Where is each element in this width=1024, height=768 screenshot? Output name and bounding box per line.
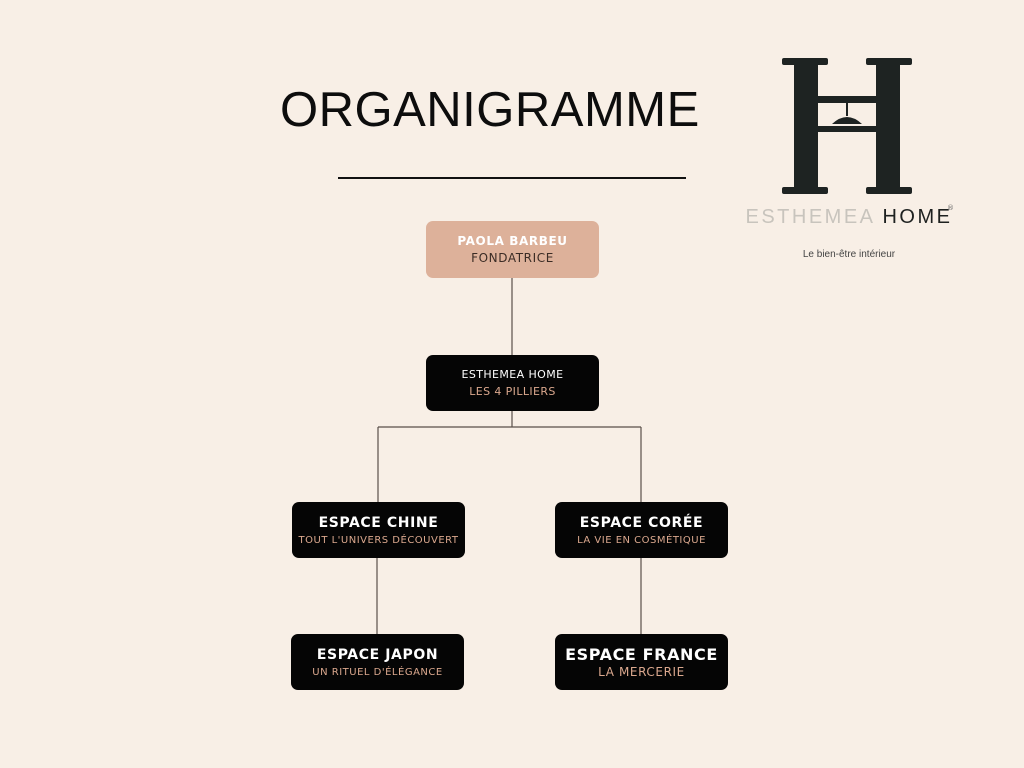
espace-chine-role: TOUT L'UNIVERS DÉCOUVERT — [298, 534, 459, 546]
espace-chine-node: ESPACE CHINE TOUT L'UNIVERS DÉCOUVERT — [292, 502, 465, 558]
espace-france-role: LA MERCERIE — [598, 665, 685, 679]
espace-coree-node: ESPACE CORÉE LA VIE EN COSMÉTIQUE — [555, 502, 728, 558]
espace-japon-role: UN RITUEL D'ÉLÉGANCE — [312, 666, 443, 678]
page-title: ORGANIGRAMME — [280, 83, 700, 137]
espace-japon-node: ESPACE JAPON UN RITUEL D'ÉLÉGANCE — [291, 634, 464, 690]
hub-role: LES 4 PILLIERS — [469, 385, 556, 398]
brand-wordmark-dark: HOME — [882, 206, 953, 228]
hub-node: ESTHEMEA HOME LES 4 PILLIERS — [426, 355, 599, 411]
title-underline — [338, 177, 686, 179]
founder-node: PAOLA BARBEU FONDATRICE — [426, 221, 599, 278]
espace-france-node: ESPACE FRANCE LA MERCERIE — [555, 634, 728, 690]
espace-chine-name: ESPACE CHINE — [318, 514, 439, 531]
espace-japon-name: ESPACE JAPON — [316, 646, 439, 663]
espace-coree-role: LA VIE EN COSMÉTIQUE — [577, 534, 706, 546]
espace-france-name: ESPACE FRANCE — [565, 645, 718, 664]
h-monogram-icon — [782, 58, 912, 194]
brand-logo: ESTHEMEA HOME ® Le bien-être intérieur — [742, 52, 956, 267]
espace-coree-name: ESPACE CORÉE — [579, 514, 704, 531]
brand-wordmark-light: ESTHEMEA — [745, 206, 883, 228]
brand-wordmark: ESTHEMEA HOME — [742, 206, 956, 229]
registered-mark: ® — [947, 204, 954, 212]
hub-name: ESTHEMEA HOME — [461, 368, 564, 381]
brand-tagline: Le bien-être intérieur — [802, 249, 896, 260]
founder-name: PAOLA BARBEU — [457, 234, 568, 248]
founder-role: FONDATRICE — [471, 251, 554, 265]
